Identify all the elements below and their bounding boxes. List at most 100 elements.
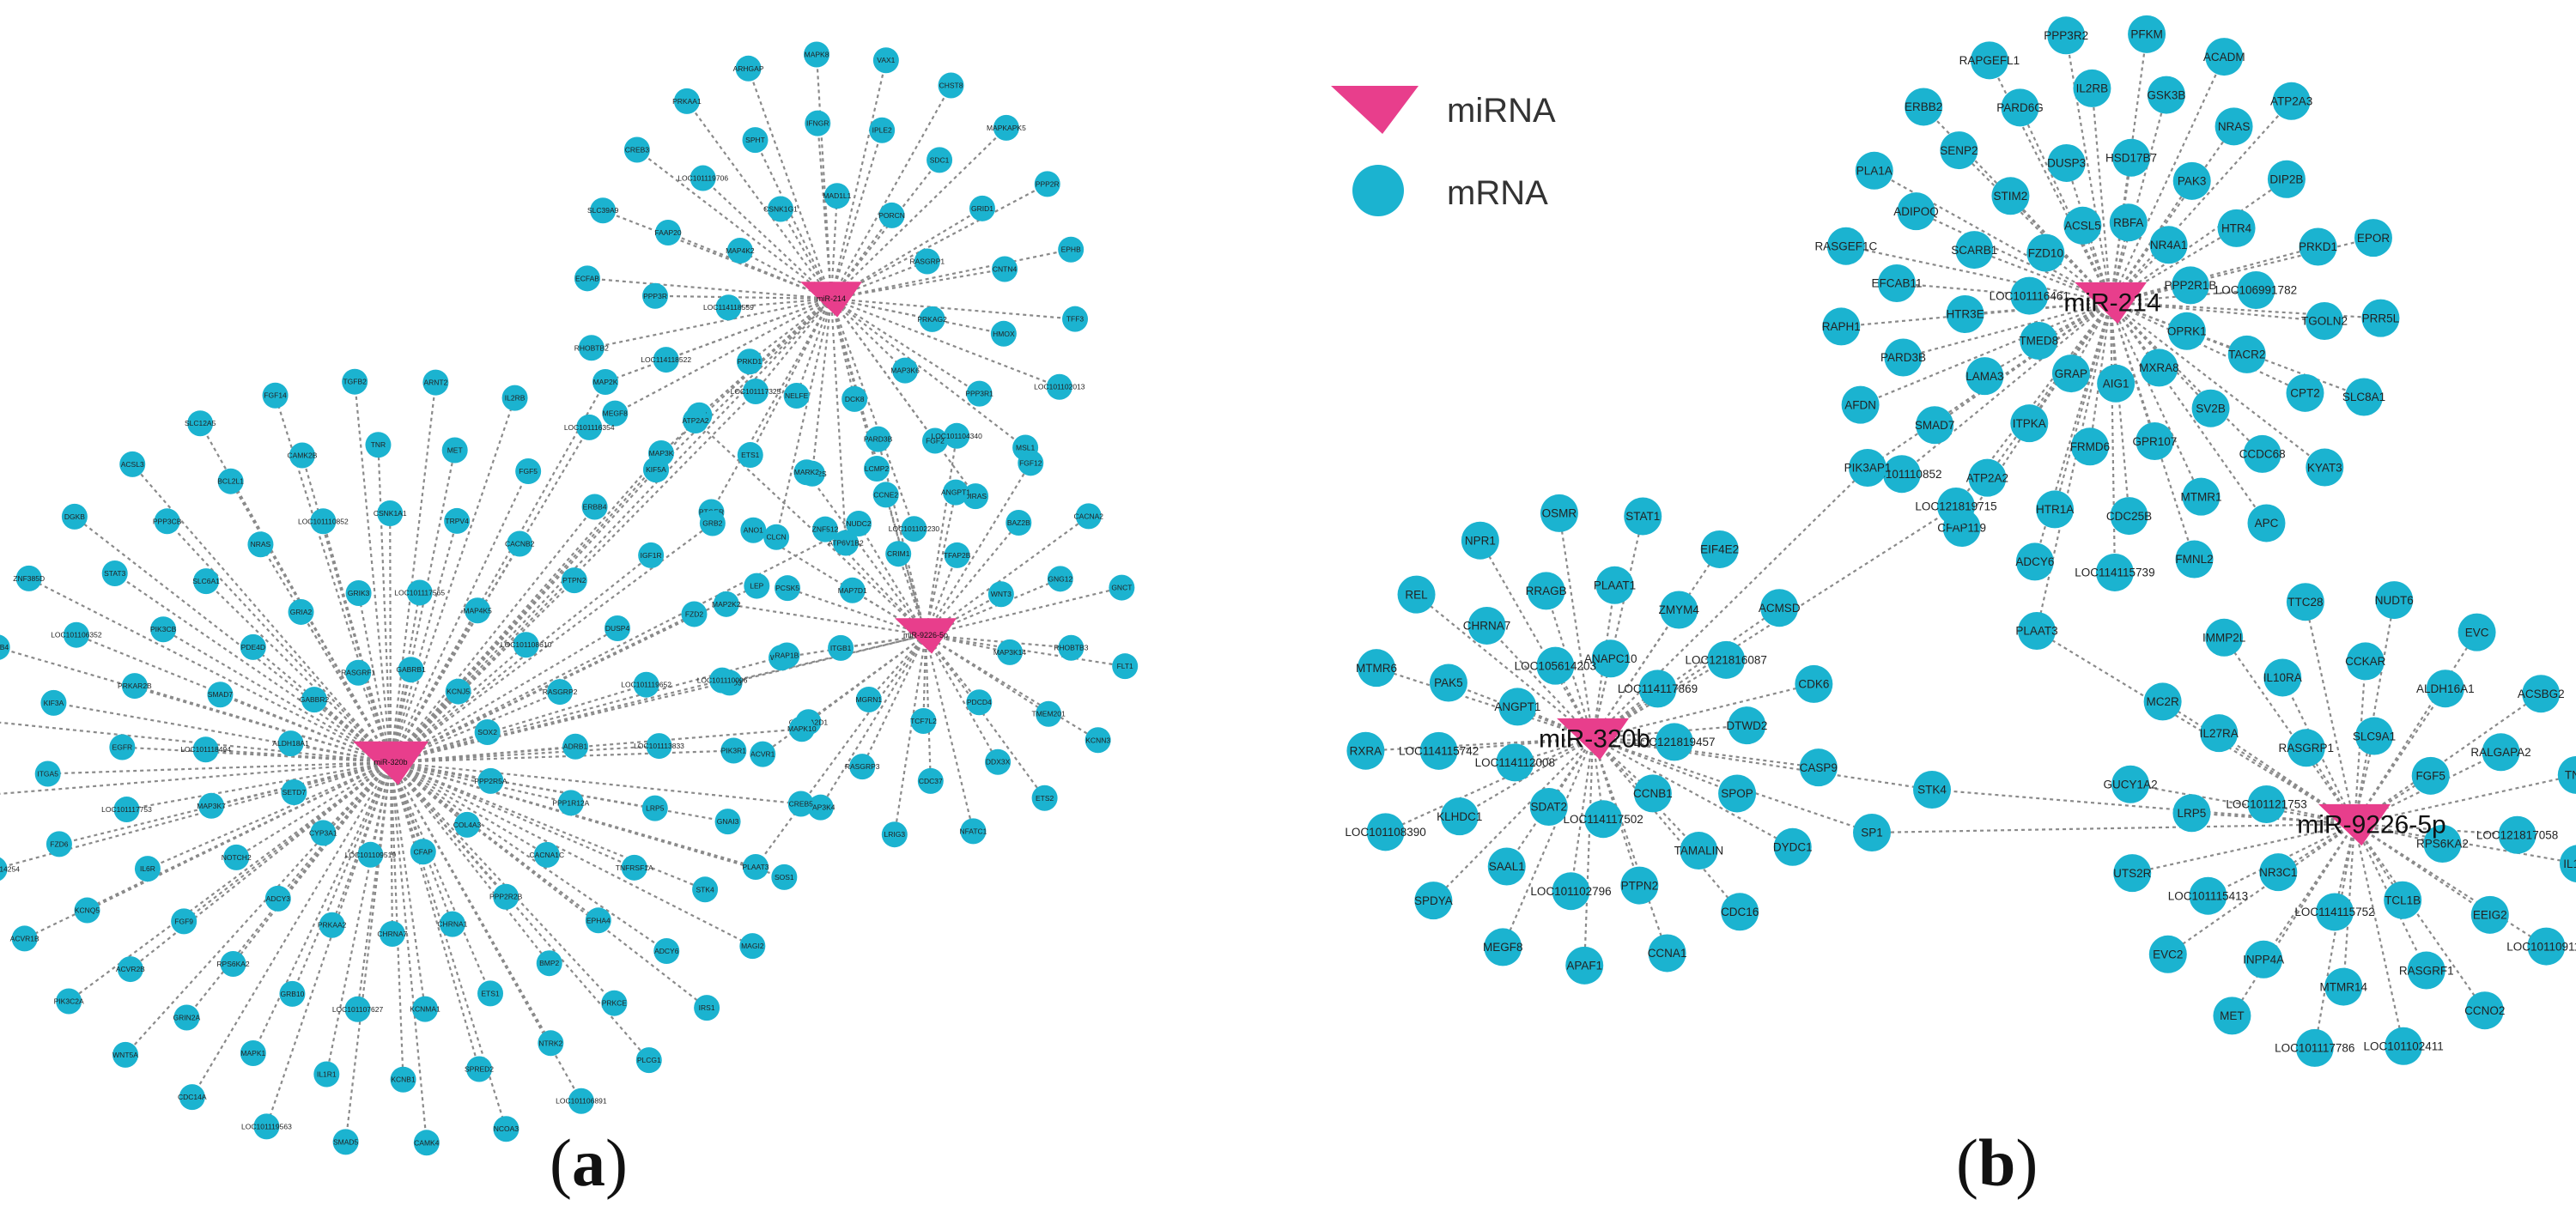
mrna-node-label: SLC9A1 [2353, 730, 2396, 742]
mrna-node-label: LOC106991782 [2215, 284, 2297, 297]
mrna-node-icon [313, 1061, 340, 1088]
mrna-node-label: AIG1 [2103, 378, 2129, 391]
mrna-node-icon [2095, 553, 2134, 591]
mrna-node-icon [635, 1047, 662, 1074]
mrna-node-label: HTR4 [2221, 222, 2252, 235]
mrna-node: WNT5A [112, 1041, 139, 1068]
mrna-node-label: HMOX [993, 330, 1015, 338]
mrna-node: TGFB2 [342, 368, 368, 395]
mrna-node-icon [1913, 771, 1951, 809]
mrna-node: ADIPOQ [1893, 192, 1939, 231]
mrna-node-icon [117, 956, 143, 983]
mrna-node-icon [1346, 731, 1385, 770]
mrna-node-icon [846, 511, 872, 536]
mrna-node: PRKAA2 [318, 912, 347, 938]
mrna-node: PRKAR2B [118, 673, 152, 700]
mrna-node-icon [966, 689, 993, 716]
edge [925, 515, 1090, 636]
mrna-node-label: GRIN2A [173, 1013, 201, 1021]
mrna-node-icon [2215, 107, 2253, 146]
mrna-node-label: PCSK5 [775, 584, 799, 592]
mrna-node-icon [2110, 497, 2148, 536]
mrna-node-label: OPRK1 [2167, 325, 2207, 338]
mrna-node-label: ANAPC10 [1584, 652, 1637, 665]
mrna-node-icon [223, 844, 250, 870]
mrna-node: MEGF8 [1483, 928, 1523, 966]
mirna-node-icon [800, 282, 862, 318]
mrna-node: SPDYA [1414, 882, 1453, 920]
mrna-node: KYAT3 [2306, 448, 2344, 487]
mrna-node-label: TGOLN2 [2301, 315, 2348, 328]
mrna-node-label: RXRA [1350, 744, 1382, 757]
mrna-node: CSNK1G1 [763, 196, 798, 222]
mrna-node-label: LOC101114254 [0, 864, 20, 873]
mrna-node-label: PDE4D [241, 643, 265, 651]
edge [775, 298, 833, 537]
legend-mirna-icon [1331, 86, 1419, 134]
edge [925, 586, 1122, 637]
mrna-node-label: LOC101115413 [2168, 889, 2248, 902]
edge [830, 183, 1048, 300]
mrna-node-icon [1946, 294, 1984, 333]
mrna-node: LOC121817058 [2476, 815, 2558, 854]
mrna-node: LOC114117869 [1618, 670, 1698, 708]
mrna-node-label: LOC101104340 [931, 432, 982, 440]
mrna-node: LOC114112008 [1475, 743, 1555, 782]
mrna-node-label: ACVR2B [116, 965, 145, 973]
mrna-node: NUDT6 [2375, 581, 2414, 620]
mrna-node-icon [207, 682, 234, 708]
mrna-node-icon [2063, 206, 2102, 245]
mrna-node-label: PIK3R1 [721, 747, 747, 755]
mrna-node-icon [1991, 177, 2030, 215]
mrna-node: NR3C1 [2259, 853, 2297, 892]
mrna-node-icon [1440, 797, 1479, 836]
mrna-node-icon [1498, 688, 1537, 726]
mrna-node: TFF3 [1062, 306, 1089, 332]
mrna-node-icon [109, 734, 136, 760]
mrna-node-icon [193, 568, 220, 595]
mrna-node-icon [653, 347, 679, 373]
mrna-node-label: NUDC2 [846, 519, 872, 528]
mrna-node-label: PPP3R1 [965, 390, 993, 398]
mrna-node: ZNF385D [13, 565, 45, 591]
mrna-node-label: LOC101102230 [889, 524, 940, 533]
mrna-node-label: PRKAA1 [672, 97, 702, 106]
mrna-node-icon [775, 575, 801, 602]
mrna-node-icon [1955, 231, 1994, 270]
mrna-node-label: EFCAB11 [1871, 277, 1922, 290]
mrna-node: SLC39A9 [587, 197, 619, 224]
mrna-node-label: MAP3K6 [890, 367, 920, 375]
mrna-node: FRMD6 [2070, 427, 2110, 466]
mrna-node-icon [2247, 785, 2286, 824]
edge [357, 592, 392, 763]
mrna-node-label: PPP3R [643, 292, 667, 300]
edge [867, 634, 927, 700]
mrna-node-label: EPHA4 [586, 916, 611, 924]
mrna-node: CREB5 [787, 791, 814, 817]
mrna-node-icon [641, 795, 668, 821]
mrna-node: GRB2 [699, 510, 726, 536]
mrna-node-label: MAD1L1 [823, 191, 851, 200]
edge [2304, 601, 2356, 825]
mrna-node: FGF12 [1018, 450, 1044, 476]
mrna-node: MAPK8 [804, 41, 830, 68]
mrna-node-label: SPOP [1721, 787, 1753, 800]
mrna-node: FGF5 [2411, 756, 2450, 795]
mrna-node-icon [2407, 951, 2445, 990]
mrna-node: DCK8 [841, 385, 868, 412]
mrna-node-label: DGKB [64, 512, 85, 521]
edge [586, 277, 832, 300]
edge [390, 761, 550, 964]
mrna-node: ANO1 [740, 517, 767, 543]
mrna-node-icon [585, 907, 611, 934]
mrna-node-icon [112, 1041, 139, 1068]
mrna-node-label: HSD17B7 [2105, 151, 2157, 164]
edge [377, 445, 392, 763]
mrna-node-icon [247, 531, 274, 558]
edge [749, 298, 832, 363]
mrna-node-icon [646, 733, 672, 760]
mrna-node-label: PPP2R [1036, 179, 1060, 188]
mrna-node-icon [1058, 236, 1084, 263]
mrna-node-icon [561, 567, 587, 594]
mrna-node-icon [377, 500, 404, 527]
